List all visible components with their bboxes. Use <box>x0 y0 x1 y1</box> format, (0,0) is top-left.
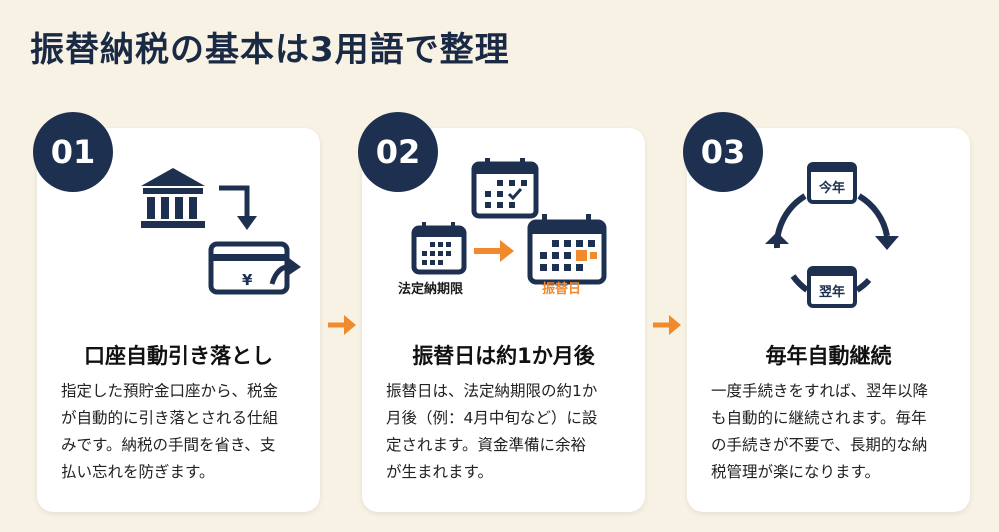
label-next-year: 翌年 <box>819 285 846 300</box>
card-heading: 毎年自動継続 <box>765 344 892 368</box>
card-transfer-date: 法定納期限 振替日 振替日は約1か月後 振替日は、法定納期限の約1か月後（例：4… <box>362 128 645 512</box>
calendar-check-icon <box>471 158 539 219</box>
step-number-2: 02 <box>358 112 438 192</box>
card-heading: 口座自動引き落とし <box>84 344 273 368</box>
page-title: 振替納税の基本は3用語で整理 <box>30 30 510 70</box>
label-statutory-deadline: 法定納期限 <box>398 282 464 297</box>
step-number-3: 03 <box>683 112 763 192</box>
arrow-right-icon <box>500 240 514 262</box>
label-transfer-date: 振替日 <box>542 282 582 297</box>
card-auto-debit: ¥ 口座自動引き落とし 指定した預貯金口座から、税金が自動的に引き落とされる仕組… <box>37 128 320 512</box>
yen-icon: ¥ <box>242 271 253 289</box>
arrow-right-icon <box>653 315 681 335</box>
calendar-small-icon <box>411 222 467 275</box>
bank-to-card-icon: ¥ <box>141 168 301 295</box>
card-heading: 振替日は約1か月後 <box>412 344 595 368</box>
card-description: 振替日は、法定納期限の約1か月後（例：4月中旬など）に設定されます。資金準備に余… <box>386 382 598 481</box>
arrow-right-icon <box>328 315 356 335</box>
step-number-1: 01 <box>33 112 113 192</box>
cycle-icon <box>765 162 899 308</box>
calendar-icons <box>411 158 607 285</box>
card-description: 一度手続きをすれば、翌年以降も自動的に継続されます。毎年の手続きが不要で、長期的… <box>711 382 929 481</box>
card-description: 指定した預貯金口座から、税金が自動的に引き落とされる仕組みです。納税の手間を省き… <box>61 382 279 481</box>
card-annual-renewal: 今年 翌年 毎年自動継続 一度手続きをすれば、翌年以降も自動的に継続されます。毎… <box>687 128 970 512</box>
label-this-year: 今年 <box>819 181 846 196</box>
calendar-large-icon <box>527 214 607 285</box>
